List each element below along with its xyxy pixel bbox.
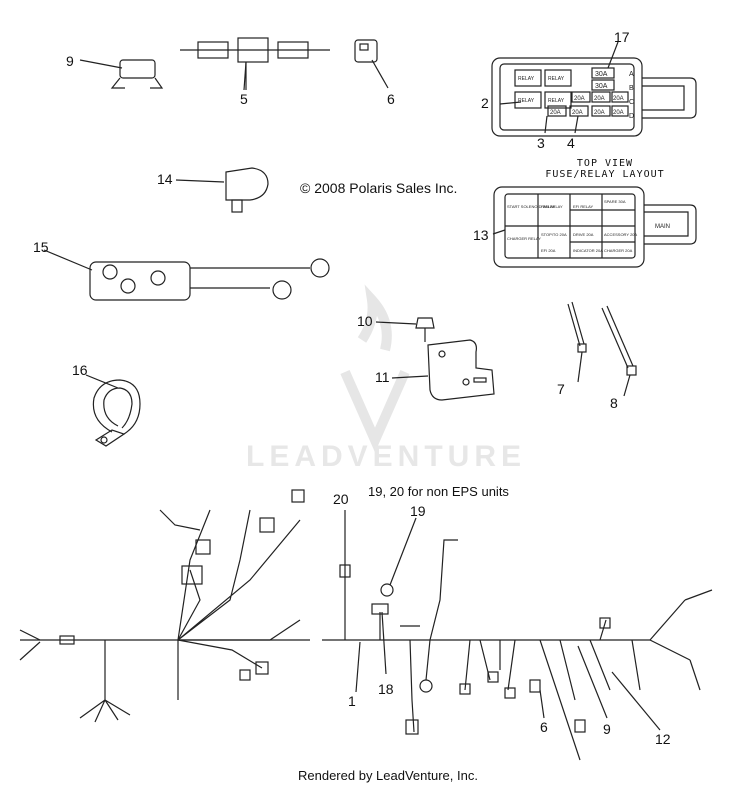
side-letter-d: D bbox=[629, 113, 634, 120]
layout-cell-8: ACCESSORY 20A bbox=[604, 232, 638, 237]
footer-text: Rendered by LeadVenture, Inc. bbox=[298, 768, 478, 783]
callout-5: 5 bbox=[240, 91, 248, 107]
callout-11: 11 bbox=[375, 369, 390, 385]
callout-2: 2 bbox=[481, 95, 489, 111]
part-8-cable-tie bbox=[601, 305, 637, 397]
part-7-cable-tie bbox=[567, 301, 587, 383]
callout-18: 18 bbox=[378, 681, 394, 697]
layout-cell-4: SPARE 30A bbox=[604, 199, 626, 204]
relay-label-2: RELAY bbox=[548, 76, 565, 82]
fuse-label-7: 20A bbox=[572, 110, 583, 116]
callout-3: 3 bbox=[537, 135, 545, 151]
fuse-label-9: 20A bbox=[613, 110, 624, 116]
layout-cell-7: DRIVE 20A bbox=[573, 232, 594, 237]
part-14-connector bbox=[175, 167, 269, 213]
callout-6-bottom: 6 bbox=[540, 719, 548, 735]
callout-6-top: 6 bbox=[387, 91, 395, 107]
harness-left bbox=[19, 489, 310, 723]
side-letter-a: A bbox=[629, 71, 634, 78]
fuse-label-2: 30A bbox=[595, 83, 608, 90]
side-letter-c: C bbox=[629, 99, 634, 106]
callout-15: 15 bbox=[33, 239, 49, 255]
fuse-label-1: 30A bbox=[595, 71, 608, 78]
layout-cell-11: CHARGER 20A bbox=[604, 248, 633, 253]
fuse-box-header-line-2: FUSE/RELAY LAYOUT bbox=[545, 169, 665, 180]
fuse-box-header: TOP VIEW FUSE/RELAY LAYOUT bbox=[540, 158, 670, 180]
side-letter-b: B bbox=[629, 85, 634, 92]
part-5-inline-fuse bbox=[180, 37, 330, 90]
layout-cell-9: EFI 20A bbox=[541, 248, 556, 253]
layout-cell-3: EFI RELAY bbox=[573, 204, 593, 209]
callout-9-top: 9 bbox=[66, 53, 74, 69]
callout-14: 14 bbox=[157, 171, 173, 187]
watermark-logo bbox=[340, 284, 410, 453]
relay-label-3: RELAY bbox=[518, 98, 535, 104]
callout-9-bottom: 9 bbox=[603, 721, 611, 737]
layout-cell-1: START SOLENOID RELAY bbox=[507, 204, 556, 209]
callout-10: 10 bbox=[357, 313, 373, 329]
relay-label-4: RELAY bbox=[548, 98, 565, 104]
callout-19: 19 bbox=[410, 503, 426, 519]
callout-12: 12 bbox=[655, 731, 671, 747]
layout-tab-label: MAIN bbox=[655, 224, 670, 230]
part-11-bracket bbox=[391, 339, 495, 401]
harness-right bbox=[322, 539, 713, 761]
relay-label-1: RELAY bbox=[518, 76, 535, 82]
fuse-box-layout-labels: START SOLENOID RELAY FAN RELAY EFI RELAY… bbox=[507, 199, 670, 253]
layout-cell-2: FAN RELAY bbox=[541, 204, 563, 209]
fuse-label-5: 20A bbox=[613, 96, 624, 102]
fuse-label-8: 20A bbox=[594, 110, 605, 116]
note-text: 19, 20 for non EPS units bbox=[368, 484, 509, 499]
watermark-text: LEADVENTURE bbox=[246, 440, 527, 473]
fuse-box-top-labels: RELAY RELAY RELAY RELAY 30A 30A 20A 20A … bbox=[518, 71, 634, 120]
layout-cell-5: CHARGER RELAY bbox=[507, 236, 541, 241]
fuse-label-6: 20A bbox=[550, 110, 561, 116]
fuse-box-top-view bbox=[491, 41, 697, 137]
callout-1: 1 bbox=[348, 693, 356, 709]
callout-4: 4 bbox=[567, 135, 575, 151]
callout-17: 17 bbox=[614, 29, 630, 45]
callout-7: 7 bbox=[557, 381, 565, 397]
fuse-box-header-line-1: TOP VIEW bbox=[576, 158, 634, 169]
callout-16: 16 bbox=[72, 362, 88, 378]
callout-20: 20 bbox=[333, 491, 349, 507]
part-16-clamp bbox=[85, 374, 141, 447]
copyright-text: © 2008 Polaris Sales Inc. bbox=[300, 180, 458, 196]
part-9-diode-connector bbox=[79, 59, 164, 89]
callout-leaders bbox=[243, 61, 661, 731]
fuse-label-4: 20A bbox=[594, 96, 605, 102]
layout-cell-10: INDICATOR 20A bbox=[573, 248, 603, 253]
callout-13: 13 bbox=[473, 227, 489, 243]
part-15-ground-strap bbox=[43, 249, 330, 301]
fuse-label-3: 20A bbox=[574, 96, 585, 102]
part-6-connector bbox=[354, 39, 389, 89]
layout-cell-6: STOP/TO 20A bbox=[541, 232, 567, 237]
callout-8: 8 bbox=[610, 395, 618, 411]
part-10-bolt bbox=[375, 317, 435, 342]
fuse-box-layout bbox=[492, 186, 697, 268]
